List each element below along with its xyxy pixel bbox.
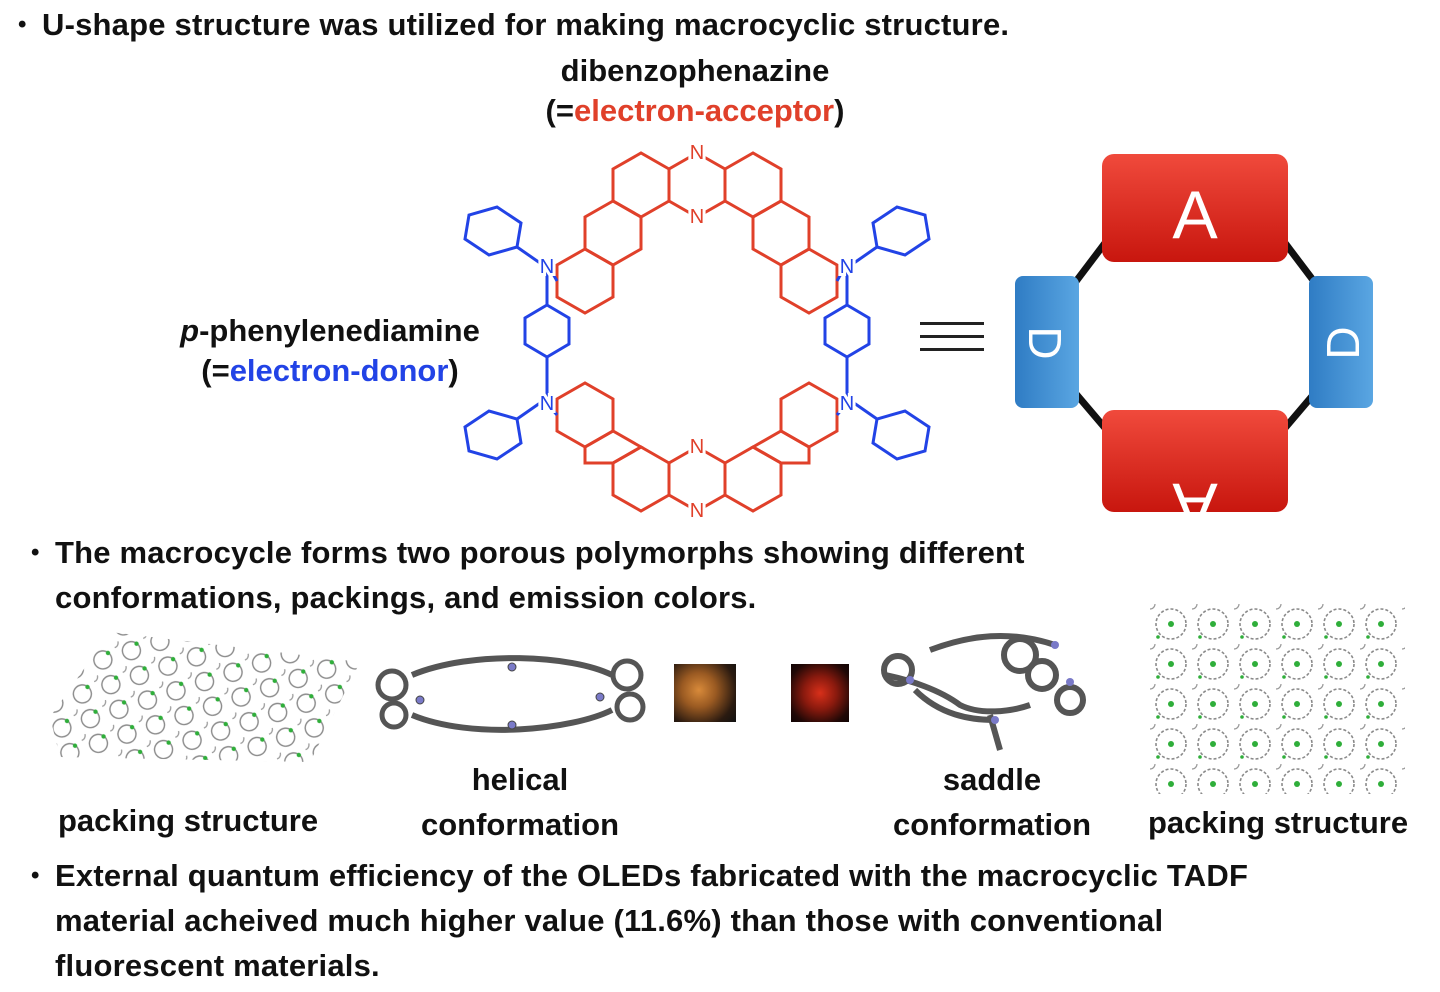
donor-letter: D <box>1317 326 1369 359</box>
bullet-1: • U-shape structure was utilized for mak… <box>18 2 1009 47</box>
bullet-2-line-1: The macrocycle forms two porous polymorp… <box>55 535 1025 570</box>
nitrogen-label: N <box>690 436 704 458</box>
saddle-conformation-image <box>881 632 1086 751</box>
acceptor-letter: A <box>1172 469 1218 520</box>
bullet-dot: • <box>31 862 40 889</box>
acceptor-top <box>555 151 839 315</box>
bullet-dot: • <box>18 11 27 38</box>
packing-structure-left-image <box>50 632 360 762</box>
caption-packing-left: packing structure <box>57 803 319 838</box>
packing-structure-right-image <box>1150 604 1405 794</box>
acceptor-name: dibenzophenazine <box>560 53 830 88</box>
nitrogen-label: N <box>540 256 554 278</box>
acceptor-role: electron-acceptor <box>573 93 835 128</box>
donor-name-line: p-phenylenediamine <box>180 313 480 348</box>
bullet-3-line-2: material acheived much higher value (11.… <box>55 903 1164 938</box>
acceptor-role-line: (=electron-acceptor) <box>545 93 845 128</box>
caption-helical-2: conformation <box>420 807 620 842</box>
bullet-3-line-1: External quantum efficiency of the OLEDs… <box>55 858 1249 893</box>
caption-saddle-1: saddle <box>942 762 1042 797</box>
macrocycle-structure: N N N N N N N N <box>463 139 931 525</box>
acceptor-letter: A <box>1172 177 1218 253</box>
red-emission-photo <box>791 664 849 722</box>
donor-box-right <box>1309 276 1373 408</box>
nitrogen-label: N <box>840 256 854 278</box>
donor-left <box>463 205 571 461</box>
equivalence-sign <box>920 322 984 354</box>
donor-role: electron-donor <box>229 353 449 388</box>
caption-packing-right: packing structure <box>1147 805 1409 840</box>
bullet-3-line-3: fluorescent materials. <box>55 948 380 983</box>
caption-saddle-2: conformation <box>892 807 1092 842</box>
bullet-3: • External quantum efficiency of the OLE… <box>31 853 1248 988</box>
orange-emission-photo <box>674 664 736 722</box>
donor-role-line: (=electron-donor) <box>201 353 459 388</box>
nitrogen-label: N <box>840 393 854 415</box>
helical-conformation-image <box>375 655 646 733</box>
donor-box-left <box>1015 276 1079 408</box>
donor-letter: D <box>1019 326 1071 359</box>
nitrogen-label: N <box>690 500 704 522</box>
linker-bonds <box>1068 240 1322 431</box>
nitrogen-label: N <box>690 206 704 228</box>
bullet-1-text: U-shape structure was utilized for makin… <box>42 7 1010 42</box>
donor-right <box>823 205 931 461</box>
bullet-dot: • <box>31 539 40 566</box>
nitrogen-label: N <box>690 142 704 164</box>
nitrogen-label: N <box>540 393 554 415</box>
bullet-2-line-2: conformations, packings, and emission co… <box>55 580 757 615</box>
acceptor-bottom <box>555 381 839 513</box>
da-schematic: A A D D <box>1015 154 1373 520</box>
acceptor-box-top <box>1102 154 1288 262</box>
caption-helical-1: helical <box>471 762 569 797</box>
bullet-2: • The macrocycle forms two porous polymo… <box>31 530 1025 620</box>
acceptor-box-bottom <box>1102 410 1288 512</box>
